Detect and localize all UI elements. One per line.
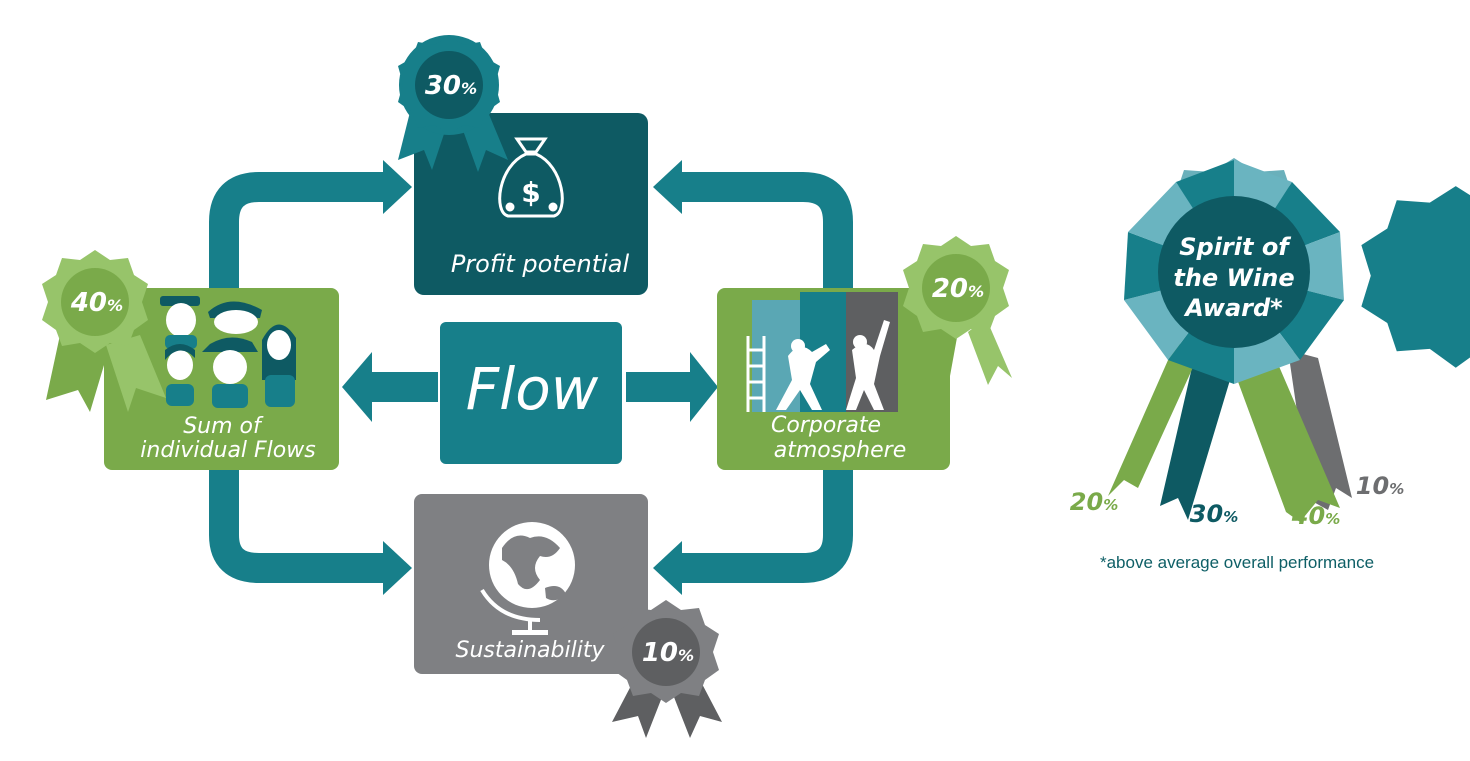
award-ribbon-20 <box>1108 342 1200 496</box>
arrow-to-top-left <box>383 160 412 214</box>
connector-pipes <box>209 172 853 583</box>
corporate-atmosphere-box: Corporate atmosphere <box>717 288 950 470</box>
rosette-40-left: 40% <box>42 250 166 412</box>
award-ribbon-30-label: 30% <box>1190 500 1238 528</box>
painters-icon <box>746 292 898 412</box>
individual-flows-box: Sum of individual Flows <box>104 288 339 470</box>
rosette-30-top: 30% <box>398 35 508 172</box>
award-ribbon-10-label: 10% <box>1356 472 1404 500</box>
pipe-arrowheads <box>383 160 682 595</box>
sustainability-label: Sustainability <box>456 638 606 663</box>
rosette-20-right: 20% <box>903 236 1012 398</box>
rosette-10-value: 10% <box>642 638 694 668</box>
rosette-20-value: 20% <box>932 274 984 304</box>
award-title-line1: Spirit of <box>1179 233 1291 261</box>
rosette-10-bottom: 10% <box>612 600 722 738</box>
award-title-line3: Award* <box>1183 294 1283 322</box>
people-icon <box>160 296 296 408</box>
arrow-to-top-right <box>653 160 682 214</box>
individual-flows-label-line2: individual Flows <box>140 438 315 463</box>
arrow-center-left <box>342 352 372 422</box>
flow-center-box: Flow <box>440 322 622 464</box>
award-ribbon-30 <box>1160 350 1236 520</box>
award-ribbon-40 <box>1230 350 1340 522</box>
pipe-right-to-top <box>680 172 853 288</box>
award-ribbon-40-label: 40% <box>1291 502 1340 530</box>
profit-potential-label: Profit potential <box>451 250 630 278</box>
sustainability-box: Sustainability <box>414 494 648 674</box>
spirit-award-badge: Spirit of the Wine Award* 20% 30% 40% 10… <box>1070 158 1470 572</box>
flow-label: Flow <box>466 355 599 423</box>
award-footnote: *above average overall performance <box>1100 553 1374 572</box>
arrow-to-bottom-right <box>653 541 682 595</box>
pipe-right-to-bottom <box>680 470 853 583</box>
arrow-center-right <box>690 352 718 422</box>
profit-potential-box: $ Profit potential <box>414 113 648 295</box>
corporate-atmosphere-label-line1: Corporate <box>771 413 881 438</box>
center-arrows <box>342 352 718 422</box>
rosette-30-value: 30% <box>425 71 477 101</box>
rosette-40-value: 40% <box>70 288 123 318</box>
pipe-left-to-top <box>209 172 390 288</box>
individual-flows-label-line1: Sum of <box>183 414 264 439</box>
globe-icon <box>480 522 575 635</box>
award-ribbon-20-label: 20% <box>1070 488 1118 516</box>
award-ribbon-10 <box>1288 350 1352 510</box>
pipe-left-to-bottom <box>209 470 390 583</box>
award-title-line2: the Wine <box>1173 264 1294 292</box>
svg-text:$: $ <box>521 176 540 209</box>
arrow-to-bottom-left <box>383 541 412 595</box>
corporate-atmosphere-label-line2: atmosphere <box>774 438 906 463</box>
money-bag-icon <box>498 137 564 218</box>
